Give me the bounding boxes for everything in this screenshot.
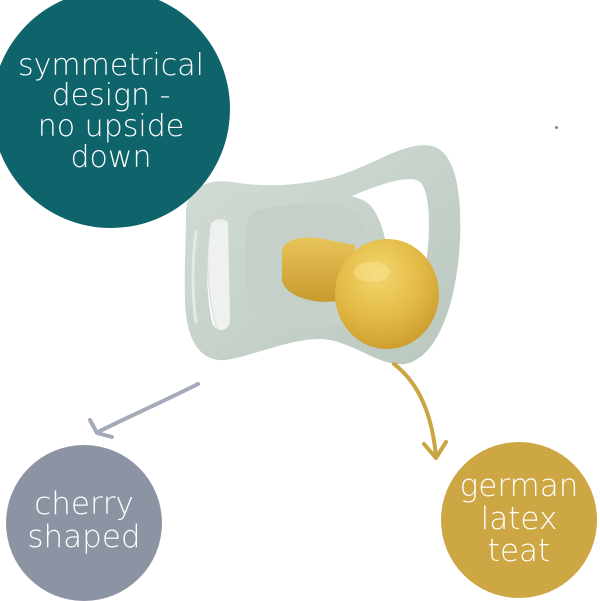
callout-cherry-shaped-text: cherry shaped [27,486,141,555]
callout-symmetrical-design: symmetrical design - no upside down [0,0,230,228]
dust-speck [555,126,558,129]
callout-german-latex-teat: german latex teat [441,442,597,598]
callout-symmetrical-design-text: symmetrical design - no upside down [18,47,204,175]
callout-cherry-shaped: cherry shaped [6,445,162,601]
latex-teat [335,239,439,349]
curved-arrow-down-right-icon [392,362,448,460]
curved-arrow-down-left-icon [88,382,200,439]
callout-german-latex-teat-text: german latex teat [459,468,579,570]
